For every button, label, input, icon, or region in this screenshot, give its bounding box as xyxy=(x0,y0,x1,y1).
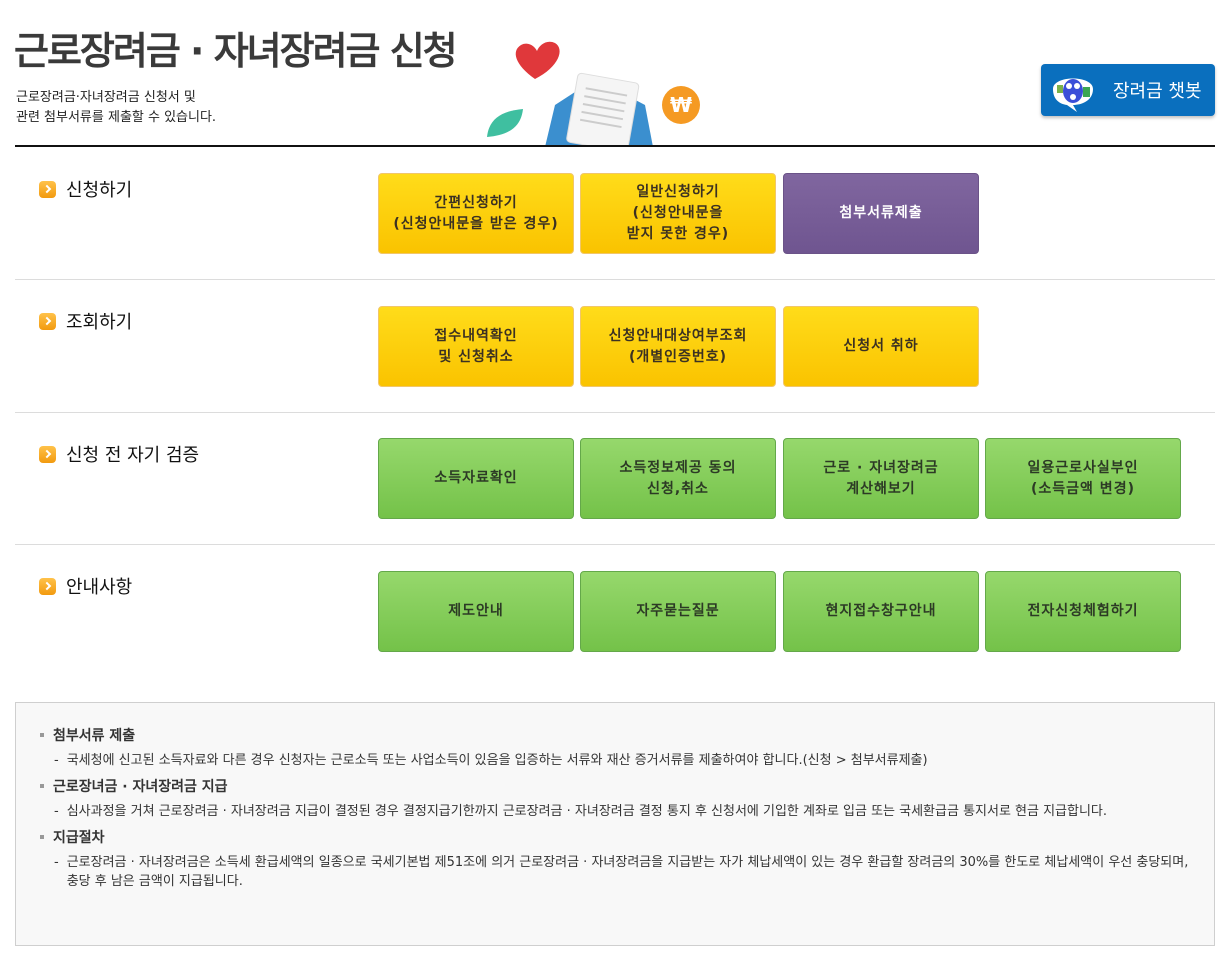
section-title: 신청하기 xyxy=(39,176,132,202)
receipt-history-button[interactable]: 접수내역확인 및 신청취소 xyxy=(378,306,574,387)
simple-apply-button[interactable]: 간편신청하기 (신청안내문을 받은 경우) xyxy=(378,173,574,254)
system-guide-button[interactable]: 제도안내 xyxy=(378,571,574,652)
info-heading-text: 지급절차 xyxy=(53,830,105,846)
daily-labor-denial-button[interactable]: 일용근로사실부인 (소득금액 변경) xyxy=(985,438,1181,519)
income-data-check-button[interactable]: 소득자료확인 xyxy=(378,438,574,519)
leaf-icon xyxy=(487,109,523,137)
info-heading-text: 근로장녀금 · 자녀장려금 지급 xyxy=(53,779,228,795)
section-title: 조회하기 xyxy=(39,308,132,334)
info-body: - 국세청에 신고된 소득자료와 다른 경우 신청자는 근로소득 또는 사업소득… xyxy=(40,751,1190,770)
income-info-consent-button[interactable]: 소득정보제공 동의 신청,취소 xyxy=(580,438,776,519)
dash-marker: - xyxy=(54,855,59,870)
faq-button[interactable]: 자주묻는질문 xyxy=(580,571,776,652)
dash-marker: - xyxy=(54,804,59,819)
header-divider xyxy=(15,145,1215,147)
e-application-trial-button[interactable]: 전자신청체험하기 xyxy=(985,571,1181,652)
info-notice-box: 첨부서류 제출 - 국세청에 신고된 소득자료와 다른 경우 신청자는 근로소득… xyxy=(15,702,1215,946)
section-label: 안내사항 xyxy=(66,577,133,598)
chevron-right-bullet-icon xyxy=(39,445,56,463)
info-heading: 근로장녀금 · 자녀장려금 지급 xyxy=(40,776,1190,796)
info-body-text: 심사과정을 거쳐 근로장려금 · 자녀장려금 지급이 결정된 경우 결정지급기한… xyxy=(66,804,1108,819)
page-title: 근로장려금 · 자녀장려금 신청 xyxy=(14,29,458,73)
info-body: - 심사과정을 거쳐 근로장려금 · 자녀장려금 지급이 결정된 경우 결정지급… xyxy=(40,802,1190,821)
heart-icon xyxy=(515,41,560,79)
section-title: 안내사항 xyxy=(39,573,132,599)
general-apply-button[interactable]: 일반신청하기 (신청안내문을 받지 못한 경우) xyxy=(580,173,776,254)
square-bullet-icon xyxy=(40,784,44,788)
section-apply: 신청하기 간편신청하기 (신청안내문을 받은 경우) 일반신청하기 (신청안내문… xyxy=(15,148,1215,280)
chevron-right-bullet-icon xyxy=(39,312,56,330)
square-bullet-icon xyxy=(40,835,44,839)
incentive-calculator-button[interactable]: 근로 · 자녀장려금 계산해보기 xyxy=(783,438,979,519)
local-office-guide-button[interactable]: 현지접수창구안내 xyxy=(783,571,979,652)
description-line-1: 근로장려금·자녀장려금 신청서 및 xyxy=(16,90,196,105)
envelope-illustration-icon: ₩ xyxy=(475,35,715,153)
info-body: - 근로장려금 · 자녀장려금은 소득세 환급세액의 일종으로 국세기본법 제5… xyxy=(40,853,1190,891)
page-description: 근로장려금·자녀장려금 신청서 및 관련 첨부서류를 제출할 수 있습니다. xyxy=(16,88,216,128)
section-self-verification: 신청 전 자기 검증 소득자료확인 소득정보제공 동의 신청,취소 근로 · 자… xyxy=(15,413,1215,545)
chatbot-robot-icon xyxy=(1047,67,1099,113)
info-heading: 첨부서류 제출 xyxy=(40,725,1190,745)
page-header: 근로장려금 · 자녀장려금 신청 근로장려금·자녀장려금 신청서 및 관련 첨부… xyxy=(0,0,1225,153)
section-label: 신청 전 자기 검증 xyxy=(66,445,200,466)
chevron-right-bullet-icon xyxy=(39,180,56,198)
section-label: 조회하기 xyxy=(66,312,133,333)
section-label: 신청하기 xyxy=(66,180,133,201)
info-heading-text: 첨부서류 제출 xyxy=(53,728,136,744)
withdraw-application-button[interactable]: 신청서 취하 xyxy=(783,306,979,387)
section-guidance: 안내사항 제도안내 자주묻는질문 현지접수창구안내 전자신청체험하기 xyxy=(15,545,1215,685)
square-bullet-icon xyxy=(40,733,44,737)
section-title: 신청 전 자기 검증 xyxy=(39,441,199,467)
chevron-right-bullet-icon xyxy=(39,577,56,595)
submit-attachments-button[interactable]: 첨부서류제출 xyxy=(783,173,979,254)
eligibility-lookup-button[interactable]: 신청안내대상여부조회 (개별인증번호) xyxy=(580,306,776,387)
won-coin-icon xyxy=(662,86,700,124)
svg-text:₩: ₩ xyxy=(670,93,692,117)
info-body-text: 국세청에 신고된 소득자료와 다른 경우 신청자는 근로소득 또는 사업소득이 … xyxy=(66,753,928,768)
description-line-2: 관련 첨부서류를 제출할 수 있습니다. xyxy=(16,110,217,125)
info-body-text: 근로장려금 · 자녀장려금은 소득세 환급세액의 일종으로 국세기본법 제51조… xyxy=(66,855,1189,889)
info-heading: 지급절차 xyxy=(40,827,1190,847)
chatbot-label: 장려금 챗봇 xyxy=(1113,81,1202,102)
dash-marker: - xyxy=(54,753,59,768)
chatbot-button[interactable]: 장려금 챗봇 xyxy=(1041,64,1215,116)
section-inquiry: 조회하기 접수내역확인 및 신청취소 신청안내대상여부조회 (개별인증번호) 신… xyxy=(15,280,1215,413)
document-icon xyxy=(566,72,640,153)
